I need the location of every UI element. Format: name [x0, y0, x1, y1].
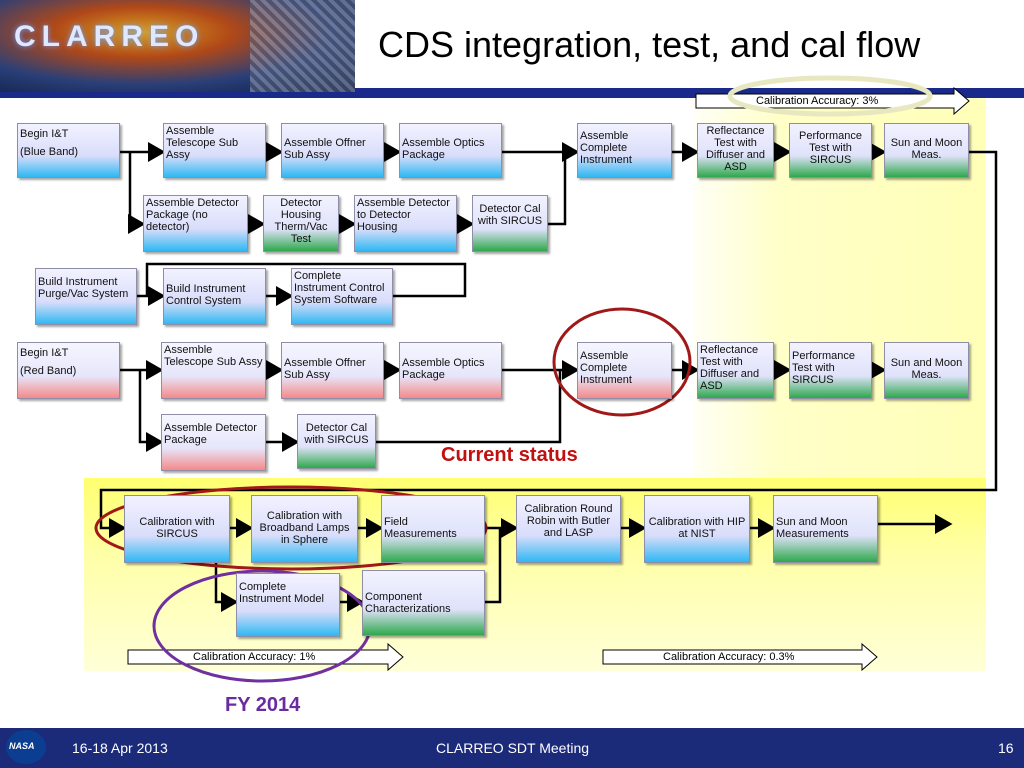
detector-cal-blue: Detector Cal with SIRCUS	[472, 195, 548, 252]
complete-instrument-model: Complete Instrument Model	[236, 573, 340, 637]
assemble-optics-blue: Assemble Optics Package	[399, 123, 502, 178]
assemble-instrument-red: Assemble Complete Instrument	[577, 342, 672, 399]
assemble-detector-package-red: Assemble Detector Package	[161, 414, 266, 471]
calibration-sircus: Calibration with SIRCUS	[124, 495, 230, 563]
reflectance-test-red: Reflectance Test with Diffuser and ASD	[697, 342, 774, 399]
calibration-hip-nist: Calibration with HIP at NIST	[644, 495, 750, 563]
accuracy-label-3: Calibration Accuracy: 3%	[756, 95, 879, 107]
satellite-graphic	[250, 0, 355, 92]
fy2014-label: FY 2014	[225, 694, 301, 716]
page-number: 16	[998, 740, 1014, 756]
performance-test-red: Performance Test with SIRCUS	[789, 342, 872, 399]
clarreo-header-image: CLARREO	[0, 0, 355, 92]
detector-housing-test: Detector Housing Therm/Vac Test	[263, 195, 339, 252]
component-characterizations: Component Characterizations	[362, 570, 485, 636]
control-system-software: Complete Instrument Control System Softw…	[291, 268, 393, 325]
footer-bar: 16-18 Apr 2013 CLARREO SDT Meeting 16	[0, 728, 1024, 768]
field-measurements: Field Measurements	[381, 495, 485, 563]
calibration-broadband-lamps: Calibration with Broadband Lamps in Sphe…	[251, 495, 358, 563]
nasa-logo: NASA	[6, 730, 46, 764]
header-rule	[0, 92, 1024, 98]
performance-test-blue: Performance Test with SIRCUS	[789, 123, 872, 178]
current-status-label: Current status	[441, 444, 578, 466]
calibration-round-robin: Calibration Round Robin with Butler and …	[516, 495, 621, 563]
assemble-detector-package-blue: Assemble Detector Package (no detector)	[143, 195, 248, 252]
begin-it-blue-band: Begin I&T (Blue Band)	[17, 123, 120, 178]
assemble-optics-red: Assemble Optics Package	[399, 342, 502, 399]
footer-date: 16-18 Apr 2013	[72, 740, 168, 756]
reflectance-test-blue: Reflectance Test with Diffuser and ASD	[697, 123, 774, 178]
begin-it-red-band: Begin I&T (Red Band)	[17, 342, 120, 399]
assemble-instrument-blue: Assemble Complete Instrument	[577, 123, 672, 178]
build-purge-system: Build Instrument Purge/Vac System	[35, 268, 137, 325]
sun-moon-red: Sun and Moon Meas.	[884, 342, 969, 399]
assemble-telescope-blue: Assemble Telescope Sub Assy	[163, 123, 266, 178]
footer-meeting: CLARREO SDT Meeting	[436, 740, 590, 756]
title-rule	[355, 88, 1024, 92]
slide-title: CDS integration, test, and cal flow	[378, 24, 921, 65]
sun-moon-measurements: Sun and Moon Measurements	[773, 495, 878, 563]
assemble-offner-red: Assemble Offner Sub Assy	[281, 342, 384, 399]
accuracy-label-03: Calibration Accuracy: 0.3%	[663, 651, 795, 663]
sun-moon-blue: Sun and Moon Meas.	[884, 123, 969, 178]
clarreo-logo: CLARREO	[14, 20, 205, 53]
build-control-system: Build Instrument Control System	[163, 268, 266, 325]
assemble-detector-housing: Assemble Detector to Detector Housing	[354, 195, 457, 252]
nasa-logo-text: NASA	[9, 741, 35, 751]
accuracy-label-1: Calibration Accuracy: 1%	[193, 651, 316, 663]
assemble-offner-blue: Assemble Offner Sub Assy	[281, 123, 384, 178]
assemble-telescope-red: Assemble Telescope Sub Assy	[161, 342, 266, 399]
detector-cal-red: Detector Cal with SIRCUS	[297, 414, 376, 469]
